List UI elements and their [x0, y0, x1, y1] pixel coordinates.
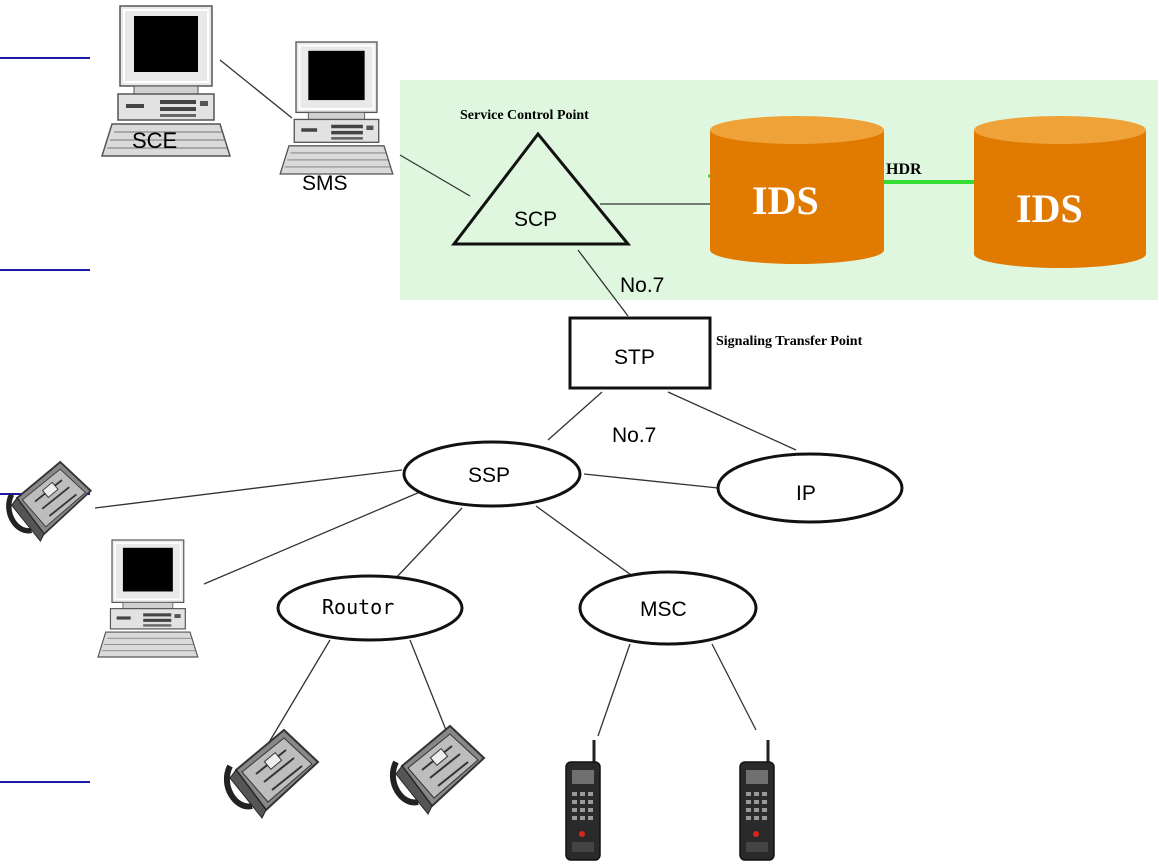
ip-label: IP	[796, 482, 816, 505]
ip-node[interactable]	[716, 452, 904, 524]
routor-label: Routor	[322, 595, 394, 619]
stp-label: STP	[614, 346, 655, 369]
connections	[94, 59, 797, 745]
left-rules	[0, 57, 90, 783]
telephone-icon[interactable]	[227, 730, 318, 818]
link-routor-phone1	[267, 639, 331, 745]
link-ssp-routor	[393, 507, 463, 581]
scp-title: Service Control Point	[460, 108, 589, 123]
stp-title: Signaling Transfer Point	[716, 334, 863, 349]
link-stp-ssp	[547, 391, 603, 441]
ids-label-1: IDS	[752, 178, 819, 223]
link-sce-sms	[219, 59, 293, 119]
sce-label: SCE	[132, 128, 177, 153]
ids-label-2: IDS	[1016, 186, 1083, 231]
hdr-label: HDR	[886, 161, 922, 178]
routor-node[interactable]	[276, 574, 464, 642]
ssp-node[interactable]	[402, 440, 582, 508]
link-ssp-computer	[203, 491, 421, 585]
link-scp-stp	[577, 249, 629, 317]
terminal-computer-icon[interactable]	[97, 539, 199, 658]
link-sms-scp	[399, 154, 471, 197]
link-msc-mobile2	[711, 643, 757, 731]
link-ssp-msc	[535, 505, 639, 581]
no7-top-label: No.7	[620, 274, 664, 297]
stp-node[interactable]	[568, 316, 712, 390]
ids-database-1[interactable]	[710, 116, 884, 264]
link-ssp-ip	[583, 473, 719, 489]
ids-database-2[interactable]	[974, 116, 1146, 268]
ssp-label: SSP	[468, 464, 510, 487]
telephone-icon[interactable]	[9, 462, 91, 541]
mobile-phone-icon[interactable]	[564, 738, 602, 862]
link-routor-phone2	[409, 639, 451, 741]
sms-label: SMS	[302, 172, 348, 195]
sms-computer-icon[interactable]	[279, 41, 394, 175]
msc-label: MSC	[640, 598, 687, 621]
mobile-phone-icon[interactable]	[738, 738, 776, 862]
link-ssp-phone	[94, 469, 403, 509]
scp-label: SCP	[514, 208, 557, 231]
telephone-icon[interactable]	[393, 726, 484, 814]
no7-mid-label: No.7	[612, 424, 656, 447]
link-msc-mobile1	[597, 643, 631, 737]
scp-node[interactable]	[450, 131, 632, 246]
msc-node[interactable]	[578, 570, 758, 646]
link-stp-ip	[667, 391, 797, 451]
